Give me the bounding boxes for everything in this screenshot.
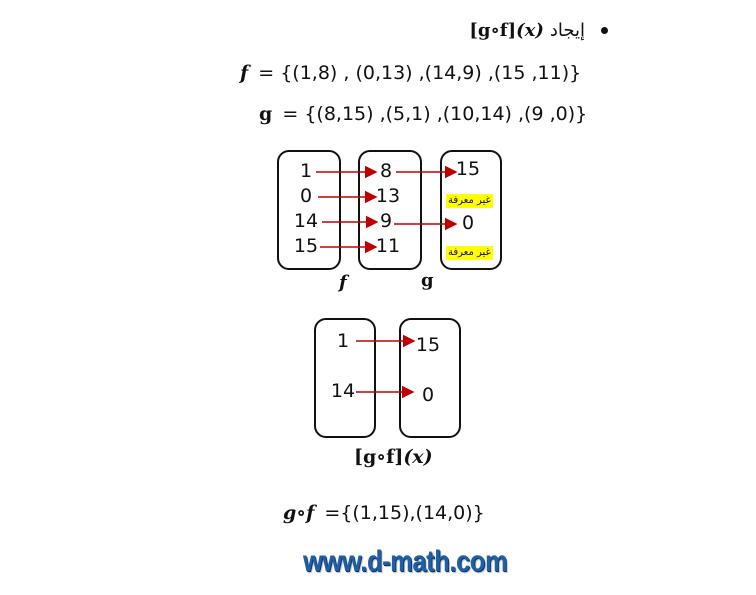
composite-domain-value: 1 [336, 330, 350, 352]
undefined-label: غير معرفة [446, 246, 493, 260]
label-g: g [421, 270, 434, 291]
result-line: g∘f ={(1,15),(14,0)} [283, 502, 485, 524]
result-rhs: ={(1,15),(14,0)} [324, 502, 485, 524]
website-watermark: www.d-math.com [303, 545, 508, 578]
f-definition: f = {(1,8) , (0,13) ,(14,9) ,(15 ,11)} [240, 62, 581, 84]
domain-box-f [277, 150, 341, 270]
composite-domain-box [314, 318, 376, 438]
domain-value: 14 [293, 210, 319, 232]
heading-text: إيجاد [549, 20, 585, 41]
result-lhs: g∘f [283, 502, 315, 524]
g-equals: = [282, 103, 299, 125]
middle-value: 13 [375, 185, 401, 207]
g-symbol: g [259, 103, 273, 125]
range-value: 15 [455, 158, 481, 180]
g-definition: g = {(8,15) ,(5,1) ,(10,14) ,(9 ,0)} [259, 103, 587, 125]
bullet-icon [601, 27, 608, 34]
composite-caption: [g∘f](x) [354, 446, 433, 468]
range-value: 0 [461, 212, 475, 234]
heading-expression: [g∘f](x) [469, 20, 544, 41]
g-set: {(8,15) ,(5,1) ,(10,14) ,(9 ,0)} [304, 103, 588, 125]
f-set: {(1,8) , (0,13) ,(14,9) ,(15 ,11)} [280, 62, 582, 84]
domain-value: 0 [299, 185, 313, 207]
domain-value: 15 [293, 235, 319, 257]
middle-value: 11 [375, 235, 401, 257]
label-f: f [339, 272, 347, 293]
composite-domain-value: 14 [330, 380, 356, 402]
composite-range-value: 15 [415, 334, 441, 356]
undefined-label: غير معرفة [446, 194, 493, 208]
f-symbol: f [240, 62, 249, 84]
f-equals: = [258, 62, 275, 84]
domain-value: 1 [299, 160, 313, 182]
middle-value: 9 [379, 210, 393, 232]
heading-line: إيجاد [g∘f](x) [469, 20, 608, 41]
composite-range-value: 0 [421, 384, 435, 406]
middle-value: 8 [379, 160, 393, 182]
